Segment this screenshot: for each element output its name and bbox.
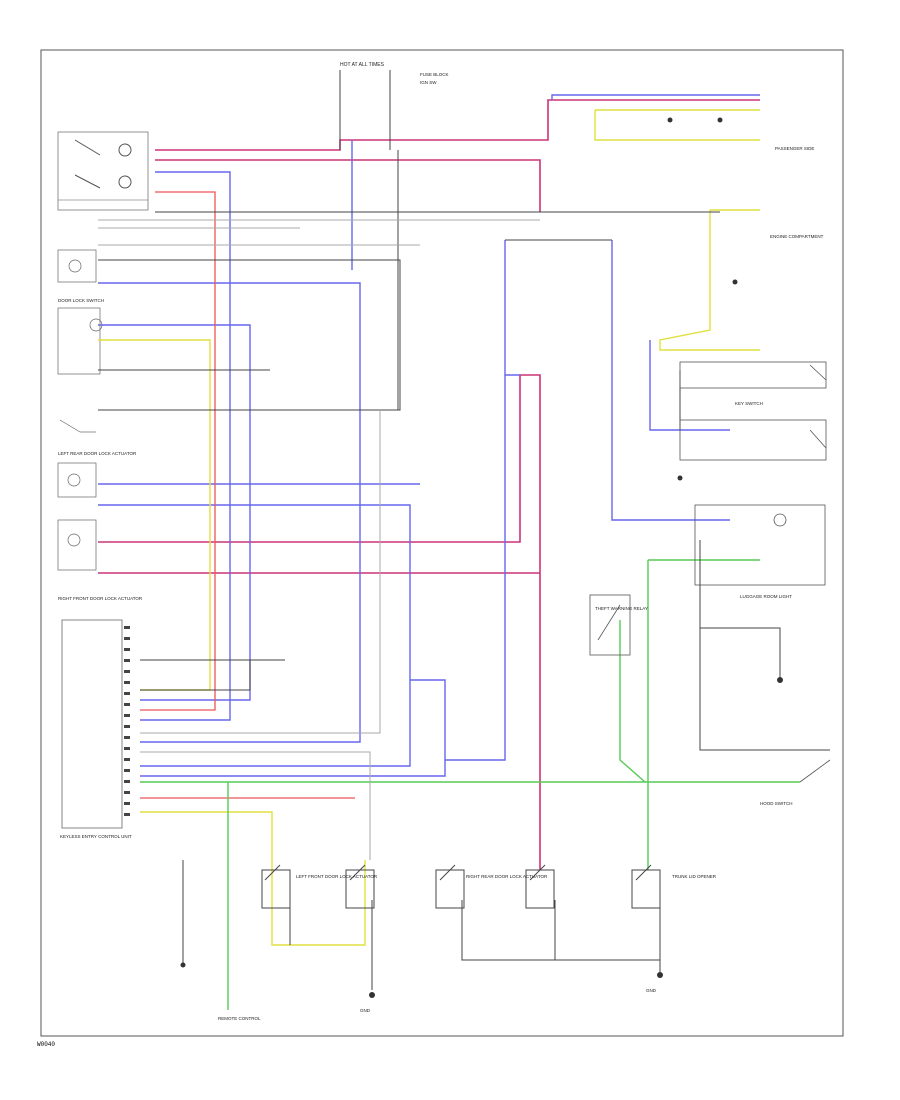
- pink-wires: [98, 99, 760, 870]
- label-left-rear-door: LEFT REAR DOOR LOCK ACTUATOR: [58, 451, 137, 456]
- top-left-switch-block: [57, 131, 149, 211]
- bottom-switches: [261, 864, 661, 909]
- label-hot: HOT AT ALL TIMES: [340, 62, 385, 68]
- left-components: [57, 249, 103, 571]
- label-key-switch: KEY SWITCH: [735, 401, 763, 406]
- label-luggage: LUGGAGE ROOM LIGHT: [740, 594, 792, 599]
- blue-wires: [98, 94, 760, 777]
- label-passenger-side: PASSENGER SIDE: [775, 146, 814, 151]
- label-right-rear-door: RIGHT REAR DOOR LOCK ACTUATOR: [466, 874, 548, 879]
- label-control-unit: KEYLESS ENTRY CONTROL UNIT: [60, 834, 132, 839]
- label-left-front-door: LEFT FRONT DOOR LOCK ACTUATOR: [296, 874, 378, 879]
- label-trunk: TRUNK LID OPENER: [672, 874, 717, 879]
- label-ignition: IGN SW: [420, 80, 437, 85]
- ground-symbols: [180, 117, 783, 998]
- diagram-frame: [40, 49, 844, 1037]
- yellow-wires: [98, 109, 760, 946]
- control-unit: [61, 619, 130, 829]
- red-wires: [140, 191, 355, 799]
- label-fuse-panel: FUSE BLOCK: [420, 72, 449, 77]
- label-ground-b: GND: [646, 988, 657, 993]
- label-engine-compartment: ENGINE COMPARTMENT: [770, 234, 824, 239]
- diagram-code: W0040: [37, 1041, 56, 1048]
- right-components: [589, 361, 831, 783]
- gray-wires: [98, 219, 540, 860]
- label-remote: REMOTE CONTROL: [218, 1016, 261, 1021]
- label-ground-a: GND: [360, 1008, 371, 1013]
- labels: HOT AT ALL TIMES FUSE BLOCK IGN SW ENGIN…: [58, 62, 824, 1021]
- label-hood-switch: HOOD SWITCH: [760, 801, 793, 806]
- black-wires: [98, 70, 830, 990]
- label-theft-relay: THEFT WARNING RELAY: [595, 606, 648, 611]
- label-door-lock-switch: DOOR LOCK SWITCH: [58, 298, 104, 303]
- label-right-front-door: RIGHT FRONT DOOR LOCK ACTUATOR: [58, 596, 143, 601]
- green-wires: [140, 559, 800, 1010]
